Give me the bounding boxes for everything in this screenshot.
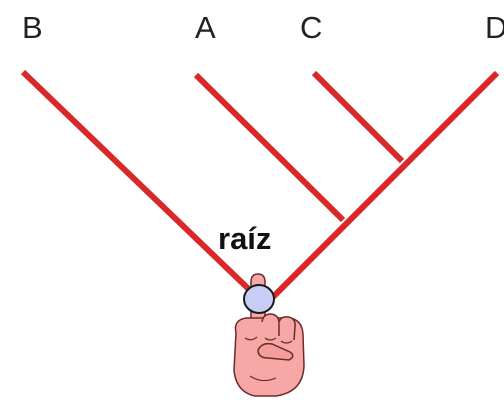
tree-branches [20,69,500,301]
branch-d [269,70,500,301]
taxon-label-d: D [485,10,504,45]
taxon-label-c: C [300,10,323,45]
root-label: raíz [218,221,272,256]
branch-c [311,70,405,164]
taxon-label-a: A [195,10,216,45]
root-node [243,284,275,314]
branch-a [193,72,346,223]
taxon-label-b: B [22,10,43,45]
branch-b [20,69,261,301]
pointing-hand-icon [233,273,305,397]
